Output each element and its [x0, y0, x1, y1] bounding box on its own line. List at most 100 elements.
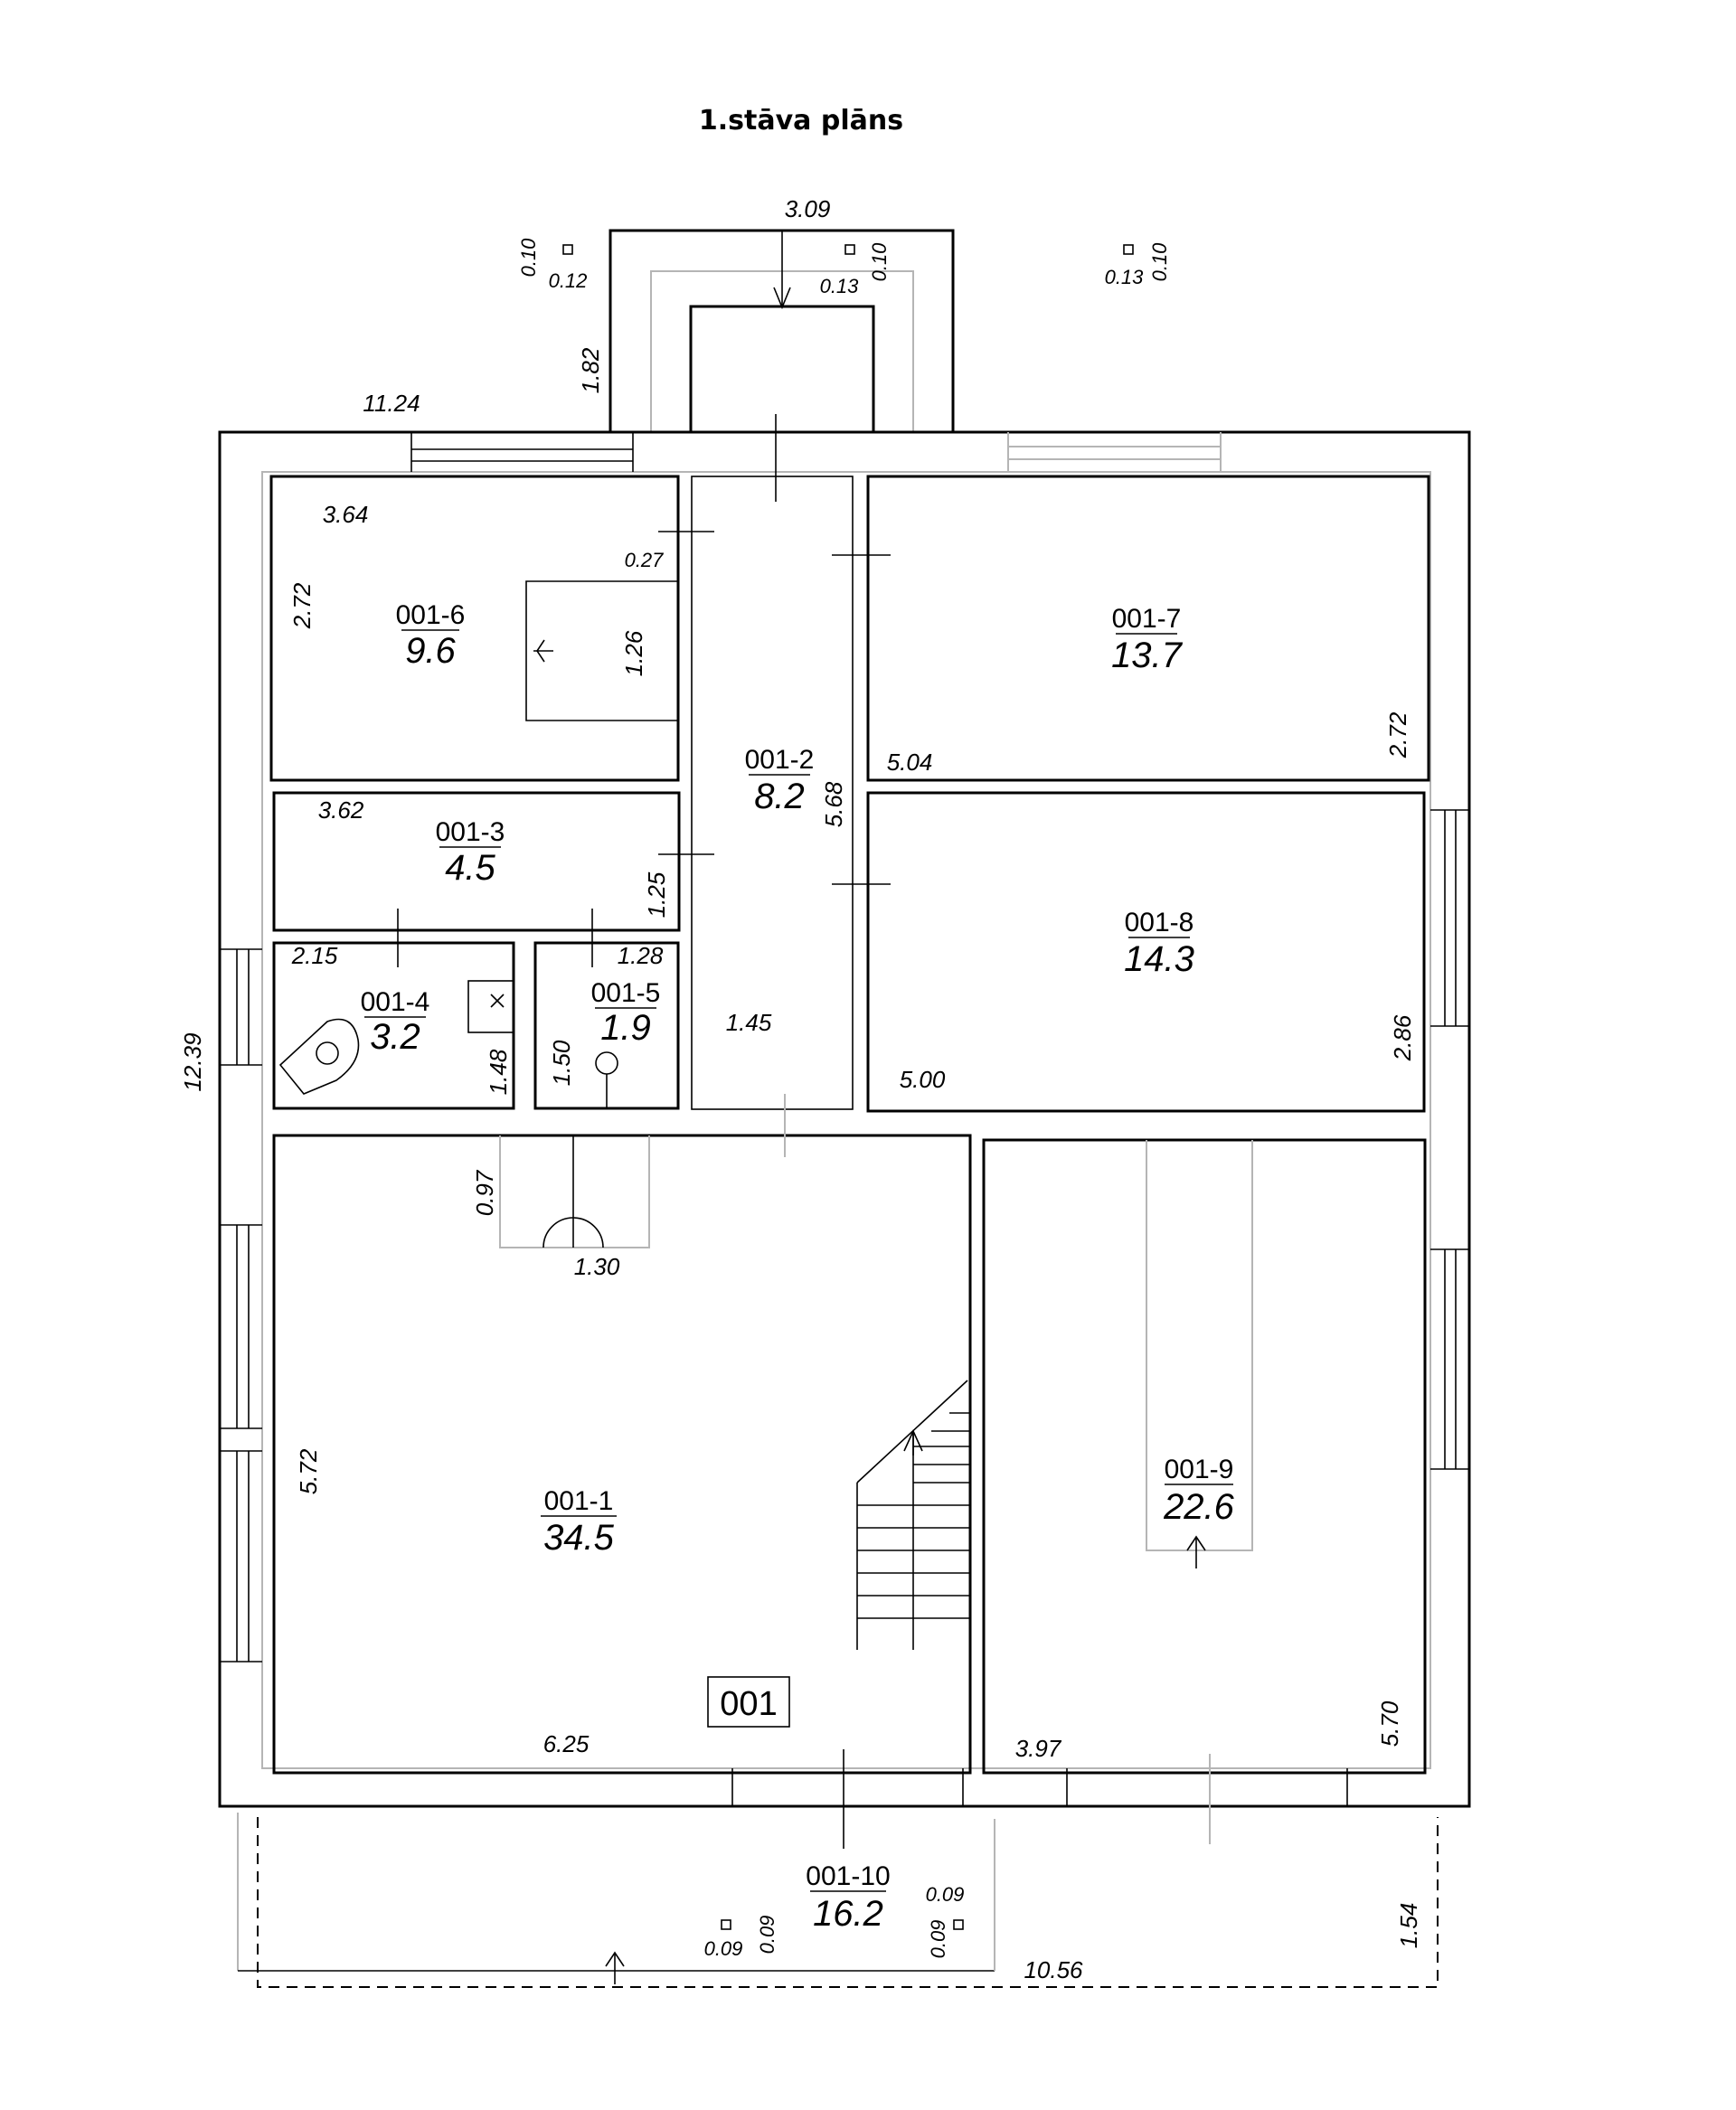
room-area: 14.3 [1124, 939, 1194, 979]
unit-label: 001 [720, 1685, 777, 1723]
window-right-upper [1430, 809, 1469, 1027]
window-top-right [1007, 432, 1222, 472]
dim-r8-width: 5.00 [900, 1066, 946, 1093]
room-area: 1.9 [600, 1008, 651, 1048]
dim-r6-width: 3.64 [323, 501, 369, 528]
room-001-9: 001-9 22.6 [1163, 1455, 1235, 1527]
room-id: 001-7 [1112, 604, 1182, 634]
dim-col-c1: 0.13 [1105, 266, 1145, 288]
dim-r8-height: 2.86 [1389, 1014, 1416, 1061]
room-001-9-outline [982, 1138, 1427, 1775]
room-id: 001-5 [591, 978, 661, 1008]
window-right-lower [1430, 1248, 1469, 1470]
dim-r5-width: 1.28 [618, 942, 664, 969]
dim-r2-width: 1.45 [726, 1009, 772, 1036]
room-id: 001-4 [361, 987, 430, 1017]
dim-terrace-depth: 1.54 [1395, 1903, 1422, 1949]
dim-r1-width: 6.25 [543, 1730, 590, 1757]
windows [220, 432, 1469, 1806]
dim-col-e1: 0.09 [926, 1883, 965, 1906]
dim-fireplace-depth: 0.97 [471, 1169, 498, 1216]
room-001-5: 001-5 1.9 [591, 978, 661, 1048]
room-area: 4.5 [445, 848, 495, 888]
dim-total-width: 11.24 [363, 390, 420, 417]
room-001-2-outline [691, 476, 854, 1110]
room-area: 9.6 [405, 631, 456, 671]
unit-label-box: 001 [707, 1676, 790, 1728]
room-001-4: 001-4 3.2 [361, 987, 430, 1057]
outer-walls [218, 430, 1471, 1808]
room-id: 001-3 [436, 817, 505, 847]
dim-col-b2: 0.10 [868, 242, 891, 282]
room-area: 13.7 [1111, 636, 1184, 675]
dim-col-a2: 0.12 [549, 269, 588, 292]
dim-col-d2: 0.09 [756, 1916, 778, 1955]
room-area: 16.2 [813, 1894, 883, 1934]
dim-stair-width: 3.09 [785, 195, 831, 222]
dimension-labels: 3.09 1.82 11.24 12.39 0.10 0.12 0.13 0.1… [179, 195, 1422, 1983]
dim-r4-height: 1.48 [485, 1049, 512, 1095]
room-001-2: 001-2 8.2 [745, 745, 815, 816]
dim-col-b1: 0.13 [820, 275, 860, 297]
niche-001-6 [525, 580, 678, 721]
room-area: 34.5 [543, 1518, 615, 1558]
dim-r2-height: 5.68 [820, 781, 847, 827]
column-markers [562, 244, 1134, 1930]
room-001-8-outline [866, 791, 1426, 1113]
room-001-10: 001-10 16.2 [806, 1861, 890, 1934]
fireplace-icon [499, 1135, 650, 1248]
doors [397, 414, 1211, 1849]
room-001-1: 001-1 34.5 [541, 1486, 617, 1558]
floor-drain-icon [595, 1051, 618, 1108]
garage-ramp [1146, 1140, 1253, 1568]
dim-col-c2: 0.10 [1148, 242, 1171, 282]
room-001-6: 001-6 9.6 [396, 600, 466, 671]
room-001-7-outline [866, 475, 1430, 782]
dim-r6-height: 2.72 [288, 582, 316, 629]
room-area: 3.2 [370, 1017, 420, 1057]
window-bottom-left [731, 1768, 964, 1806]
dim-col-e2: 0.09 [927, 1920, 949, 1959]
room-001-1-outline [272, 1134, 972, 1775]
room-id: 001-10 [806, 1861, 890, 1891]
dim-col-a1: 0.10 [517, 238, 540, 278]
room-id: 001-8 [1125, 908, 1194, 937]
terrace [237, 1813, 1439, 1988]
room-001-7: 001-7 13.7 [1111, 604, 1184, 675]
dim-terrace-width: 10.56 [1024, 1956, 1083, 1983]
toilet-icon [278, 1018, 360, 1095]
dim-r9-width: 3.97 [1015, 1735, 1062, 1762]
window-left-low [220, 1450, 262, 1663]
room-id: 001-1 [544, 1486, 614, 1516]
dim-r9-height: 5.70 [1376, 1700, 1403, 1747]
dim-r5-height: 1.50 [548, 1040, 575, 1086]
dim-r7-height: 2.72 [1384, 711, 1411, 758]
room-001-3: 001-3 4.5 [436, 817, 505, 888]
dim-r4-width: 2.15 [291, 942, 338, 969]
room-area: 8.2 [754, 777, 805, 816]
dim-r3-height: 1.25 [643, 871, 670, 918]
window-left-mid [220, 1224, 262, 1429]
room-area: 22.6 [1163, 1487, 1235, 1527]
plan-title: 1.stāva plāns [699, 105, 903, 137]
internal-stair [856, 1380, 970, 1650]
dim-r1-height: 5.72 [295, 1448, 322, 1494]
room-outlines [269, 475, 1430, 1775]
dim-r7-width: 5.04 [887, 749, 933, 776]
window-left-upper [220, 948, 262, 1066]
room-id: 001-9 [1165, 1455, 1234, 1484]
room-001-6-outline [269, 475, 680, 782]
dim-col-d1: 0.09 [704, 1937, 743, 1960]
dim-total-height: 12.39 [179, 1032, 206, 1091]
window-bottom-right [1066, 1768, 1348, 1806]
room-id: 001-6 [396, 600, 466, 630]
room-labels: 001-6 9.6 001-7 13.7 001-2 8.2 001-3 4.5… [361, 600, 1235, 1934]
window-top-left [410, 432, 634, 472]
entrance-stair [609, 229, 955, 432]
dim-fireplace-width: 1.30 [574, 1253, 620, 1280]
dim-r6-niche-w: 0.27 [625, 549, 665, 571]
dim-r3-width: 3.62 [318, 796, 364, 824]
sink-icon [467, 980, 514, 1033]
dim-stair-depth: 1.82 [577, 347, 604, 393]
